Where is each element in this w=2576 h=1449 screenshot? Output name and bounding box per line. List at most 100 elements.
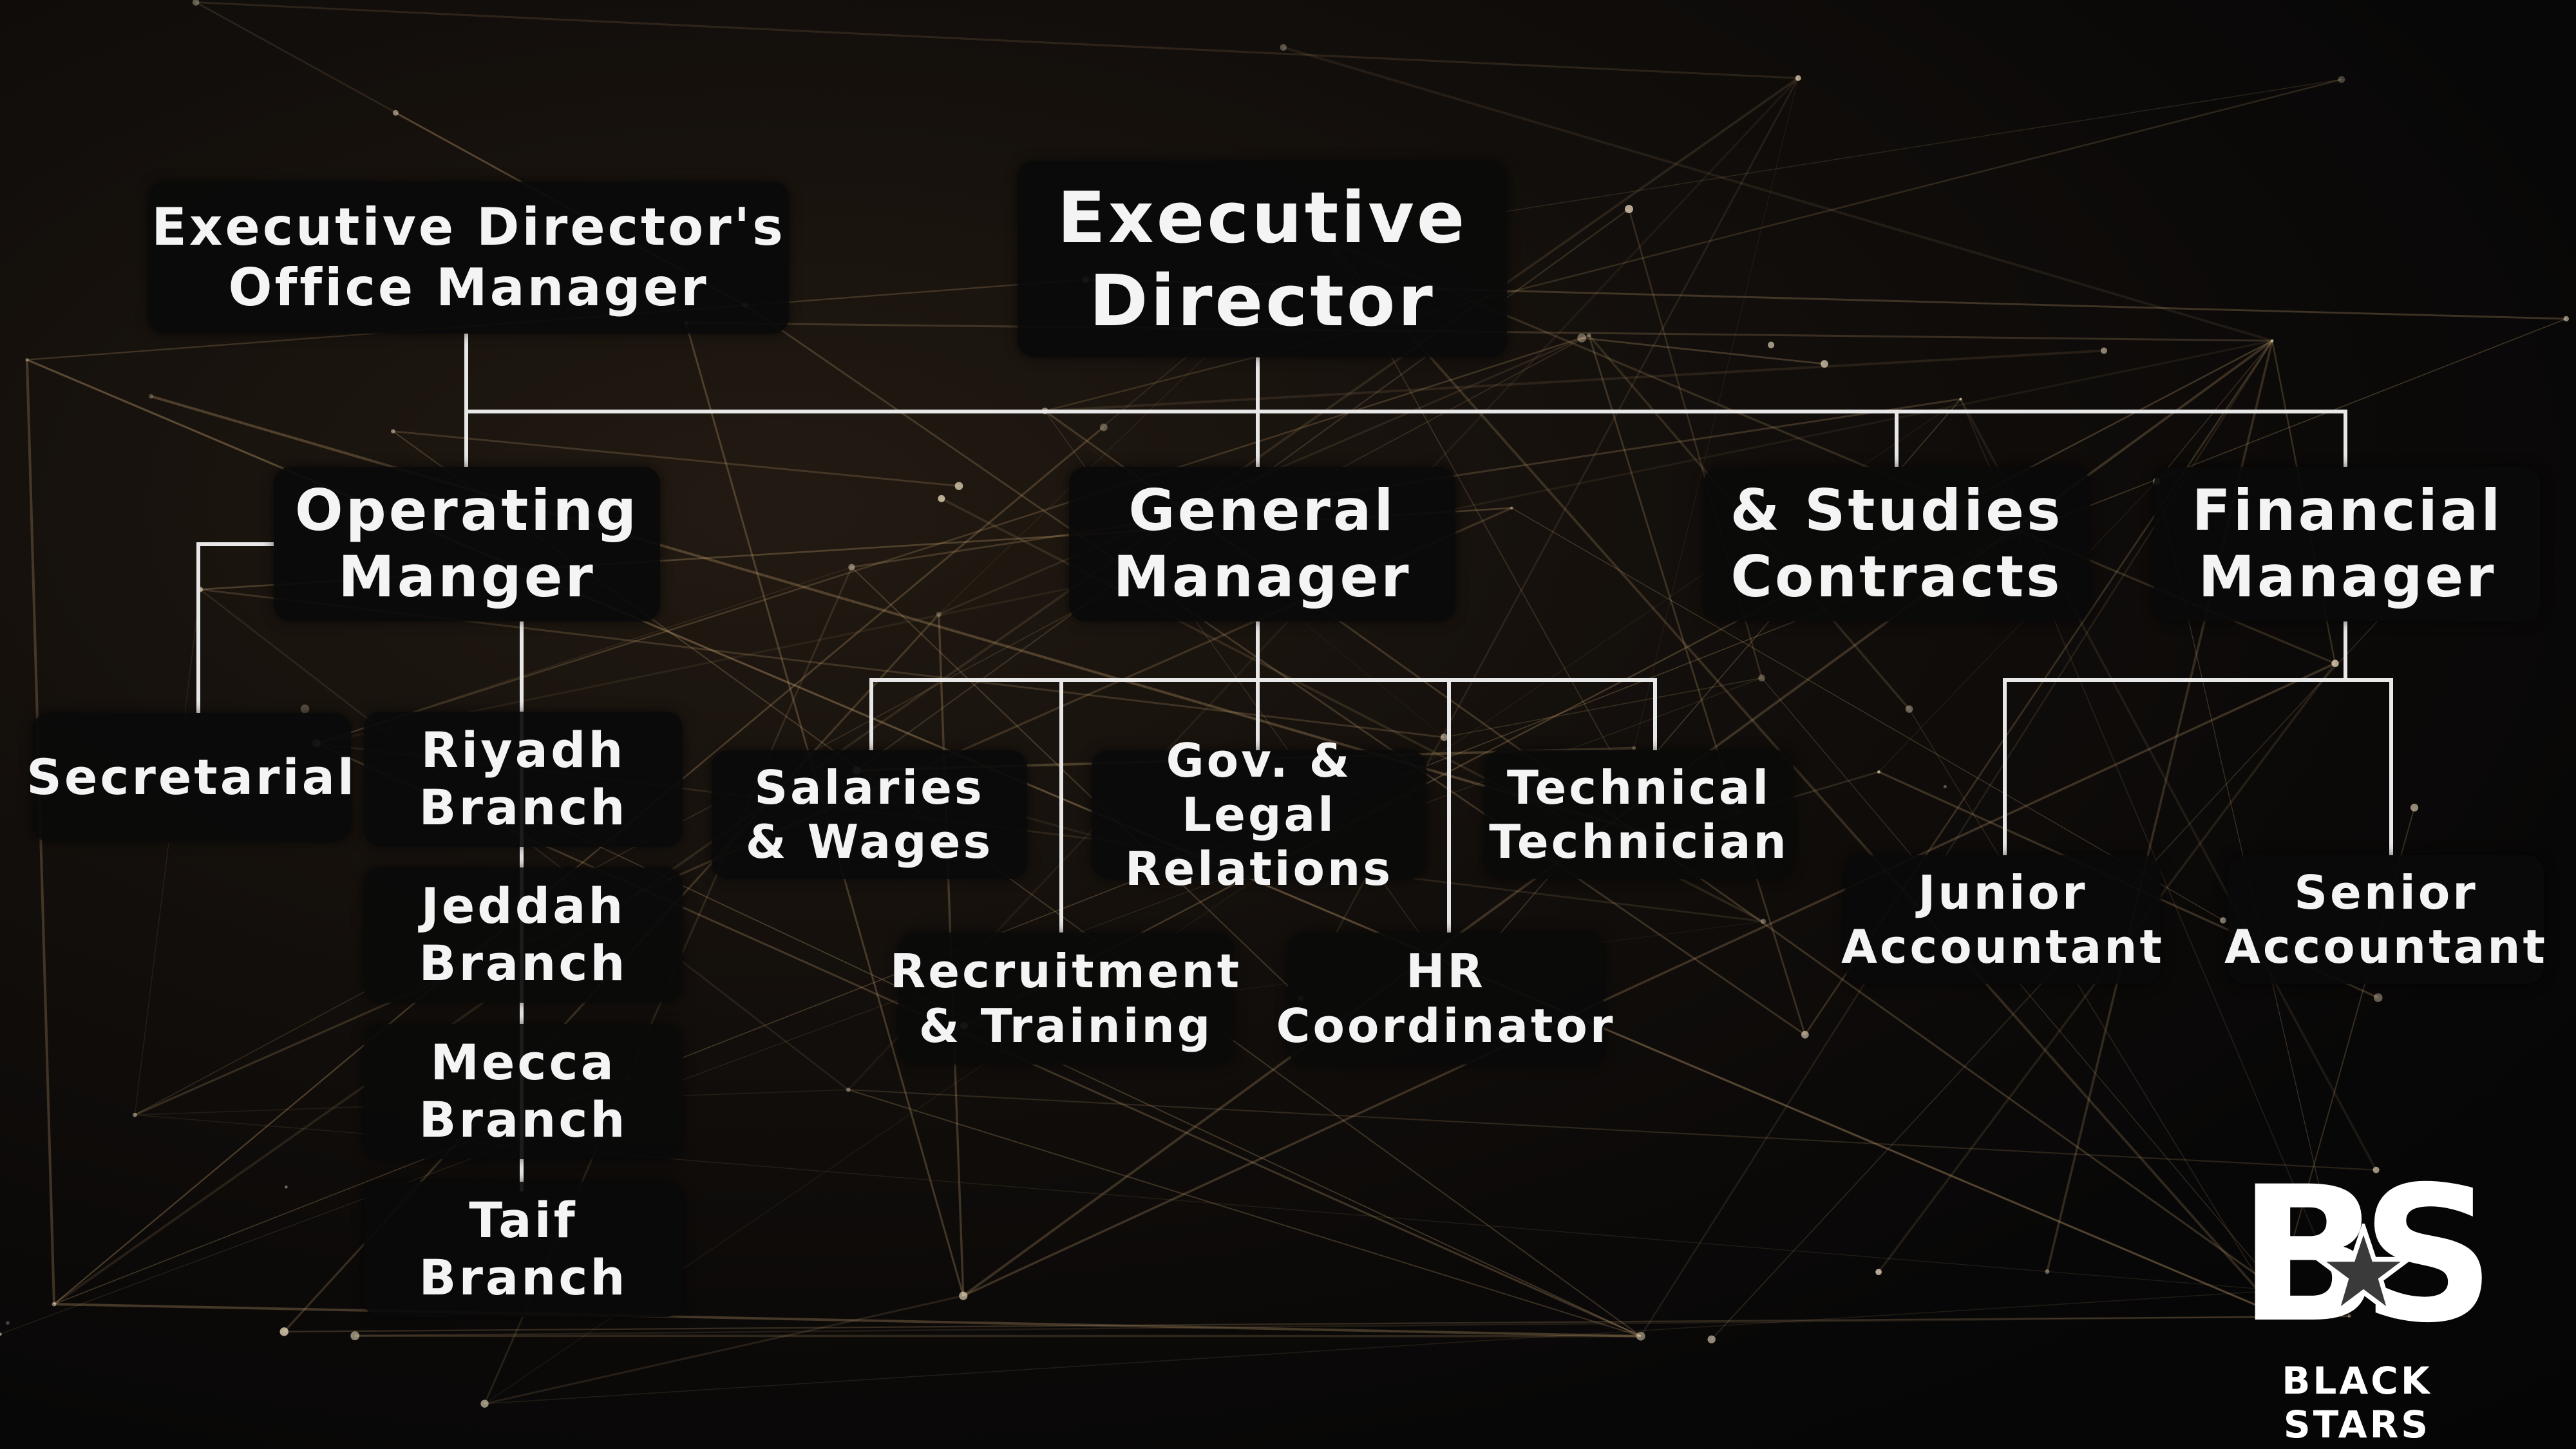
- studies-contracts-node: & Studies Contracts: [1703, 467, 2090, 621]
- star-point: [284, 1185, 288, 1189]
- connector-financial-bus: [2003, 678, 2392, 682]
- constellation-line: [484, 1294, 964, 1405]
- star-point: [132, 1112, 137, 1117]
- constellation-line: [744, 304, 1806, 1036]
- connector-to-junior-accountant: [2003, 678, 2007, 855]
- secretarial-node: Secretarial: [26, 713, 354, 842]
- branch-node-riyadh: Riyadh Branch: [364, 712, 683, 847]
- executive-director-node: Executive Director: [1018, 161, 1507, 357]
- star-point: [2220, 917, 2226, 923]
- star-point: [1510, 506, 1513, 510]
- constellation-line: [538, 817, 1642, 1337]
- senior-accountant-node: Senior Accountant: [2224, 855, 2545, 984]
- star-point: [1440, 734, 1448, 741]
- constellation-line: [53, 426, 1104, 1305]
- star-point: [959, 1291, 968, 1300]
- star-point: [5, 1321, 10, 1325]
- connector-to-salaries: [869, 678, 873, 750]
- star-point: [1758, 674, 1766, 682]
- constellation-line: [848, 1089, 1642, 1337]
- constellation-line: [1588, 335, 1806, 1036]
- star-point: [1905, 705, 1913, 713]
- connector-secretarial-bus: [196, 542, 274, 546]
- star-point: [2372, 1166, 2380, 1173]
- recruitment-training-node: Recruitment & Training: [890, 933, 1239, 1065]
- star-point: [1707, 1335, 1716, 1343]
- star-point: [1632, 746, 1636, 750]
- constellation-line: [1325, 239, 2282, 1316]
- star-point: [1877, 770, 1880, 774]
- star-point: [148, 393, 153, 399]
- star-point: [2101, 347, 2108, 354]
- star-point: [936, 611, 942, 618]
- star-point: [300, 705, 310, 714]
- star-point: [1280, 44, 1287, 51]
- connector-to-senior-accountant: [2389, 678, 2393, 855]
- connector-to-technical: [1653, 678, 1657, 750]
- constellation-line: [53, 77, 1799, 1305]
- star-point: [2338, 76, 2345, 83]
- connector-office-manager-down: [464, 334, 468, 467]
- technical-technician-node: Technical Technician: [1484, 750, 1794, 879]
- gov-legal-relations-node: Gov. & Legal Relations: [1092, 734, 1426, 896]
- star-point: [1801, 1030, 1809, 1039]
- connector-general-manager-down: [1256, 621, 1260, 750]
- star-point: [2563, 316, 2570, 322]
- constellation-line: [1444, 677, 1762, 738]
- connector-to-recruitment: [1059, 678, 1063, 933]
- logo-name: BLACK STARS: [2282, 1359, 2432, 1446]
- star-point: [25, 358, 29, 362]
- constellation-line: [963, 340, 2273, 1027]
- star-point: [2278, 1314, 2282, 1317]
- connector-to-secretarial: [196, 542, 200, 713]
- connector-financial-down: [2344, 621, 2347, 679]
- star-point: [2347, 1314, 2351, 1318]
- star-point: [0, 1332, 2, 1336]
- star-point: [1959, 397, 1962, 401]
- star-point: [1875, 1269, 1882, 1276]
- star-icon: [2315, 1224, 2412, 1319]
- star-point: [1624, 205, 1633, 214]
- connector-gm-bus: [869, 678, 1657, 682]
- branch-node-jeddah: Jeddah Branch: [364, 867, 683, 1003]
- constellation-line: [53, 1303, 1641, 1338]
- branch-node-mecca: Mecca Branch: [364, 1024, 683, 1159]
- star-point: [846, 1087, 851, 1092]
- constellation-line: [1582, 337, 1825, 365]
- star-point: [52, 1302, 57, 1307]
- star-point: [848, 564, 855, 571]
- star-point: [192, 0, 200, 6]
- star-point: [2331, 659, 2339, 667]
- constellation-line: [0, 677, 1762, 1335]
- constellation-line: [53, 239, 1327, 1305]
- constellation-line: [134, 589, 201, 1115]
- star-point: [2410, 803, 2419, 812]
- constellation-line: [393, 430, 960, 488]
- connector-to-studies-contracts: [1895, 410, 1899, 467]
- star-point: [2276, 1287, 2282, 1293]
- star-point: [938, 495, 945, 502]
- financial-manager-node: Financial Manager: [2154, 467, 2541, 621]
- constellation-line: [1045, 349, 2105, 412]
- star-point: [1099, 423, 1108, 431]
- star-point: [1577, 333, 1587, 343]
- general-manager-node: General Manager: [1069, 467, 1455, 621]
- star-point: [1760, 918, 1766, 925]
- constellation-line: [1879, 481, 2157, 772]
- constellation-line: [1283, 46, 2273, 342]
- constellation-line: [355, 1315, 2349, 1337]
- constellation-line: [851, 566, 1302, 999]
- operating-manager-node: Operating Manger: [274, 467, 660, 621]
- constellation-line: [1511, 507, 2224, 921]
- star-point: [279, 1327, 289, 1336]
- star-point: [392, 109, 399, 116]
- junior-accountant-node: Junior Accountant: [1841, 855, 2162, 984]
- star-point: [2373, 993, 2383, 1002]
- star-point: [1768, 341, 1775, 348]
- star-point: [480, 1399, 489, 1408]
- connector-to-hr-coordinator: [1447, 678, 1451, 933]
- hr-coordinator-node: HR Coordinator: [1276, 933, 1613, 1065]
- constellation-line: [196, 1, 1799, 79]
